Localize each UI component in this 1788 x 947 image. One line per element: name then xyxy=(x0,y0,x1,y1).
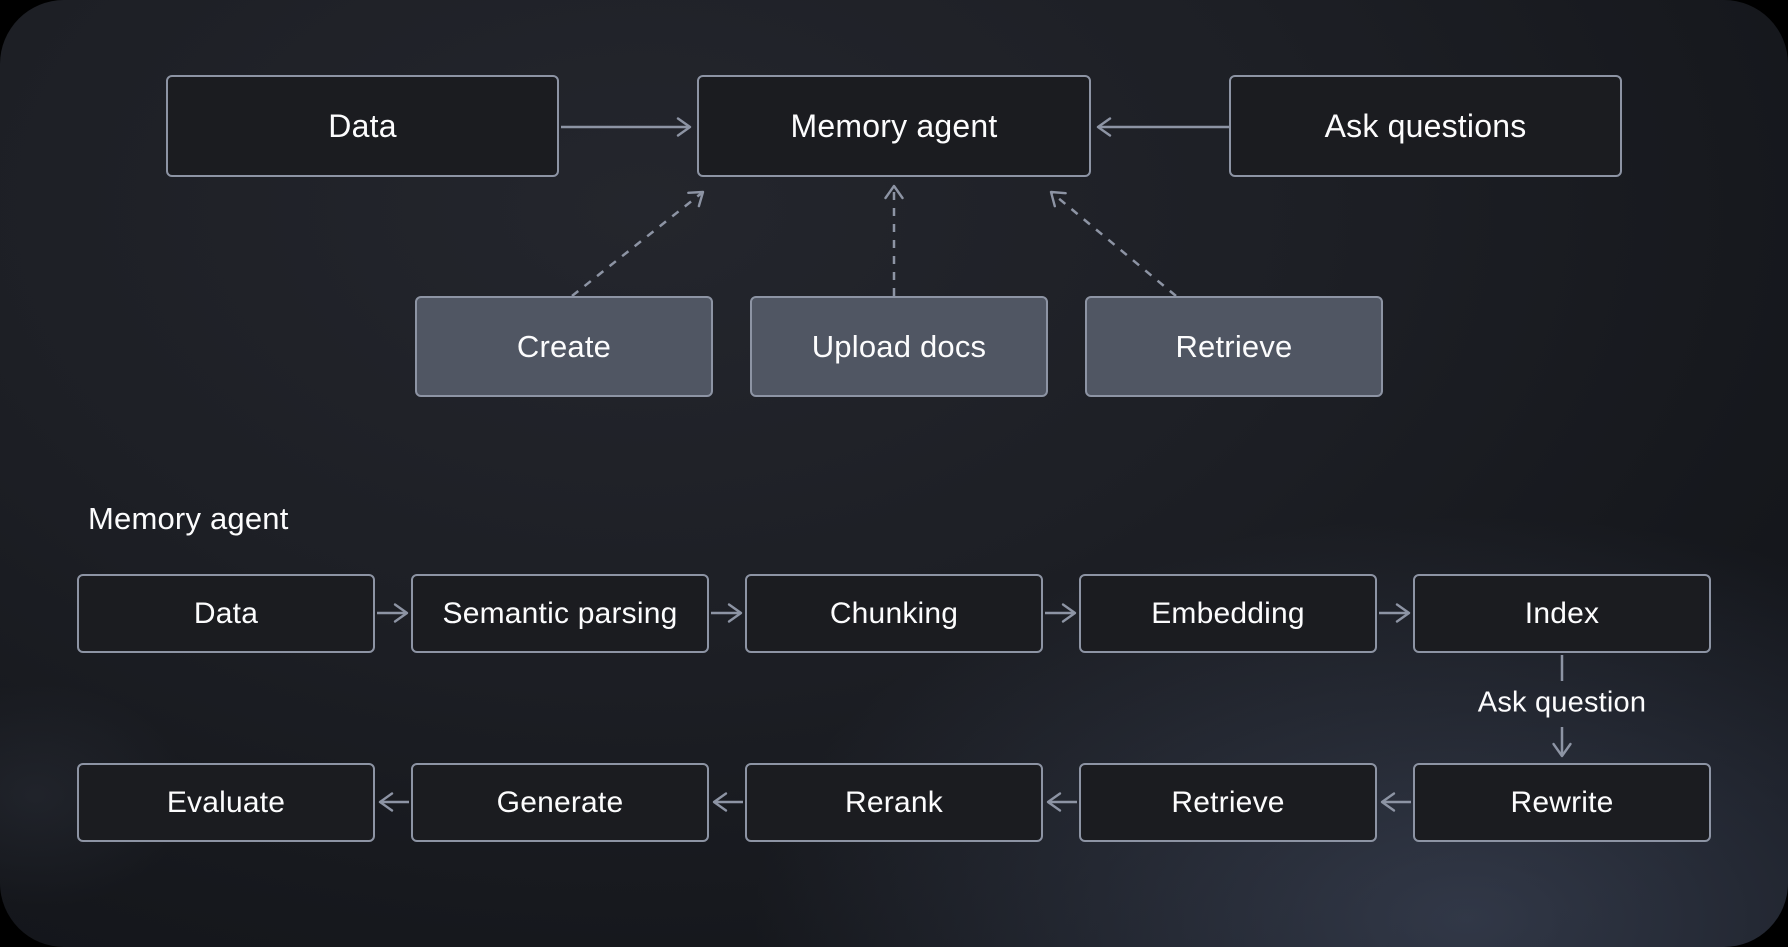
node-generate-label: Generate xyxy=(496,785,624,819)
node-upload-docs: Upload docs xyxy=(750,296,1048,397)
edge-retrieve-to-memory-agent xyxy=(1049,190,1177,297)
node-rerank-label: Rerank xyxy=(845,785,943,819)
section-title-memory-agent: Memory agent xyxy=(88,501,289,536)
node-embedding-label: Embedding xyxy=(1151,596,1305,630)
node-index: Index xyxy=(1413,574,1711,653)
node-index-label: Index xyxy=(1524,596,1600,630)
node-semantic-parsing-label: Semantic parsing xyxy=(442,596,678,630)
node-data-source-label: Data xyxy=(328,107,397,144)
node-rewrite-label: Rewrite xyxy=(1510,785,1614,819)
node-memory-agent: Memory agent xyxy=(697,75,1091,177)
node-rerank: Rerank xyxy=(745,763,1043,842)
node-evaluate: Evaluate xyxy=(77,763,375,842)
node-pipeline-data: Data xyxy=(77,574,375,653)
node-rewrite: Rewrite xyxy=(1413,763,1711,842)
node-create-label: Create xyxy=(516,328,612,364)
node-chunking: Chunking xyxy=(745,574,1043,653)
node-ask-questions: Ask questions xyxy=(1229,75,1622,177)
node-ask-questions-label: Ask questions xyxy=(1324,107,1527,144)
node-pipeline-retrieve: Retrieve xyxy=(1079,763,1377,842)
node-chunking-label: Chunking xyxy=(829,596,959,630)
node-retrieve-action: Retrieve xyxy=(1085,296,1383,397)
edge-create-to-memory-agent xyxy=(571,190,705,297)
node-evaluate-label: Evaluate xyxy=(166,785,286,819)
node-create: Create xyxy=(415,296,713,397)
node-upload-docs-label: Upload docs xyxy=(811,328,987,364)
node-retrieve-action-label: Retrieve xyxy=(1175,328,1293,364)
edge-label-ask-question: Ask question xyxy=(1477,686,1647,719)
node-memory-agent-label: Memory agent xyxy=(790,107,998,144)
node-pipeline-retrieve-label: Retrieve xyxy=(1171,785,1285,819)
node-generate: Generate xyxy=(411,763,709,842)
node-semantic-parsing: Semantic parsing xyxy=(411,574,709,653)
node-data-source: Data xyxy=(166,75,559,177)
node-pipeline-data-label: Data xyxy=(193,596,259,630)
node-embedding: Embedding xyxy=(1079,574,1377,653)
